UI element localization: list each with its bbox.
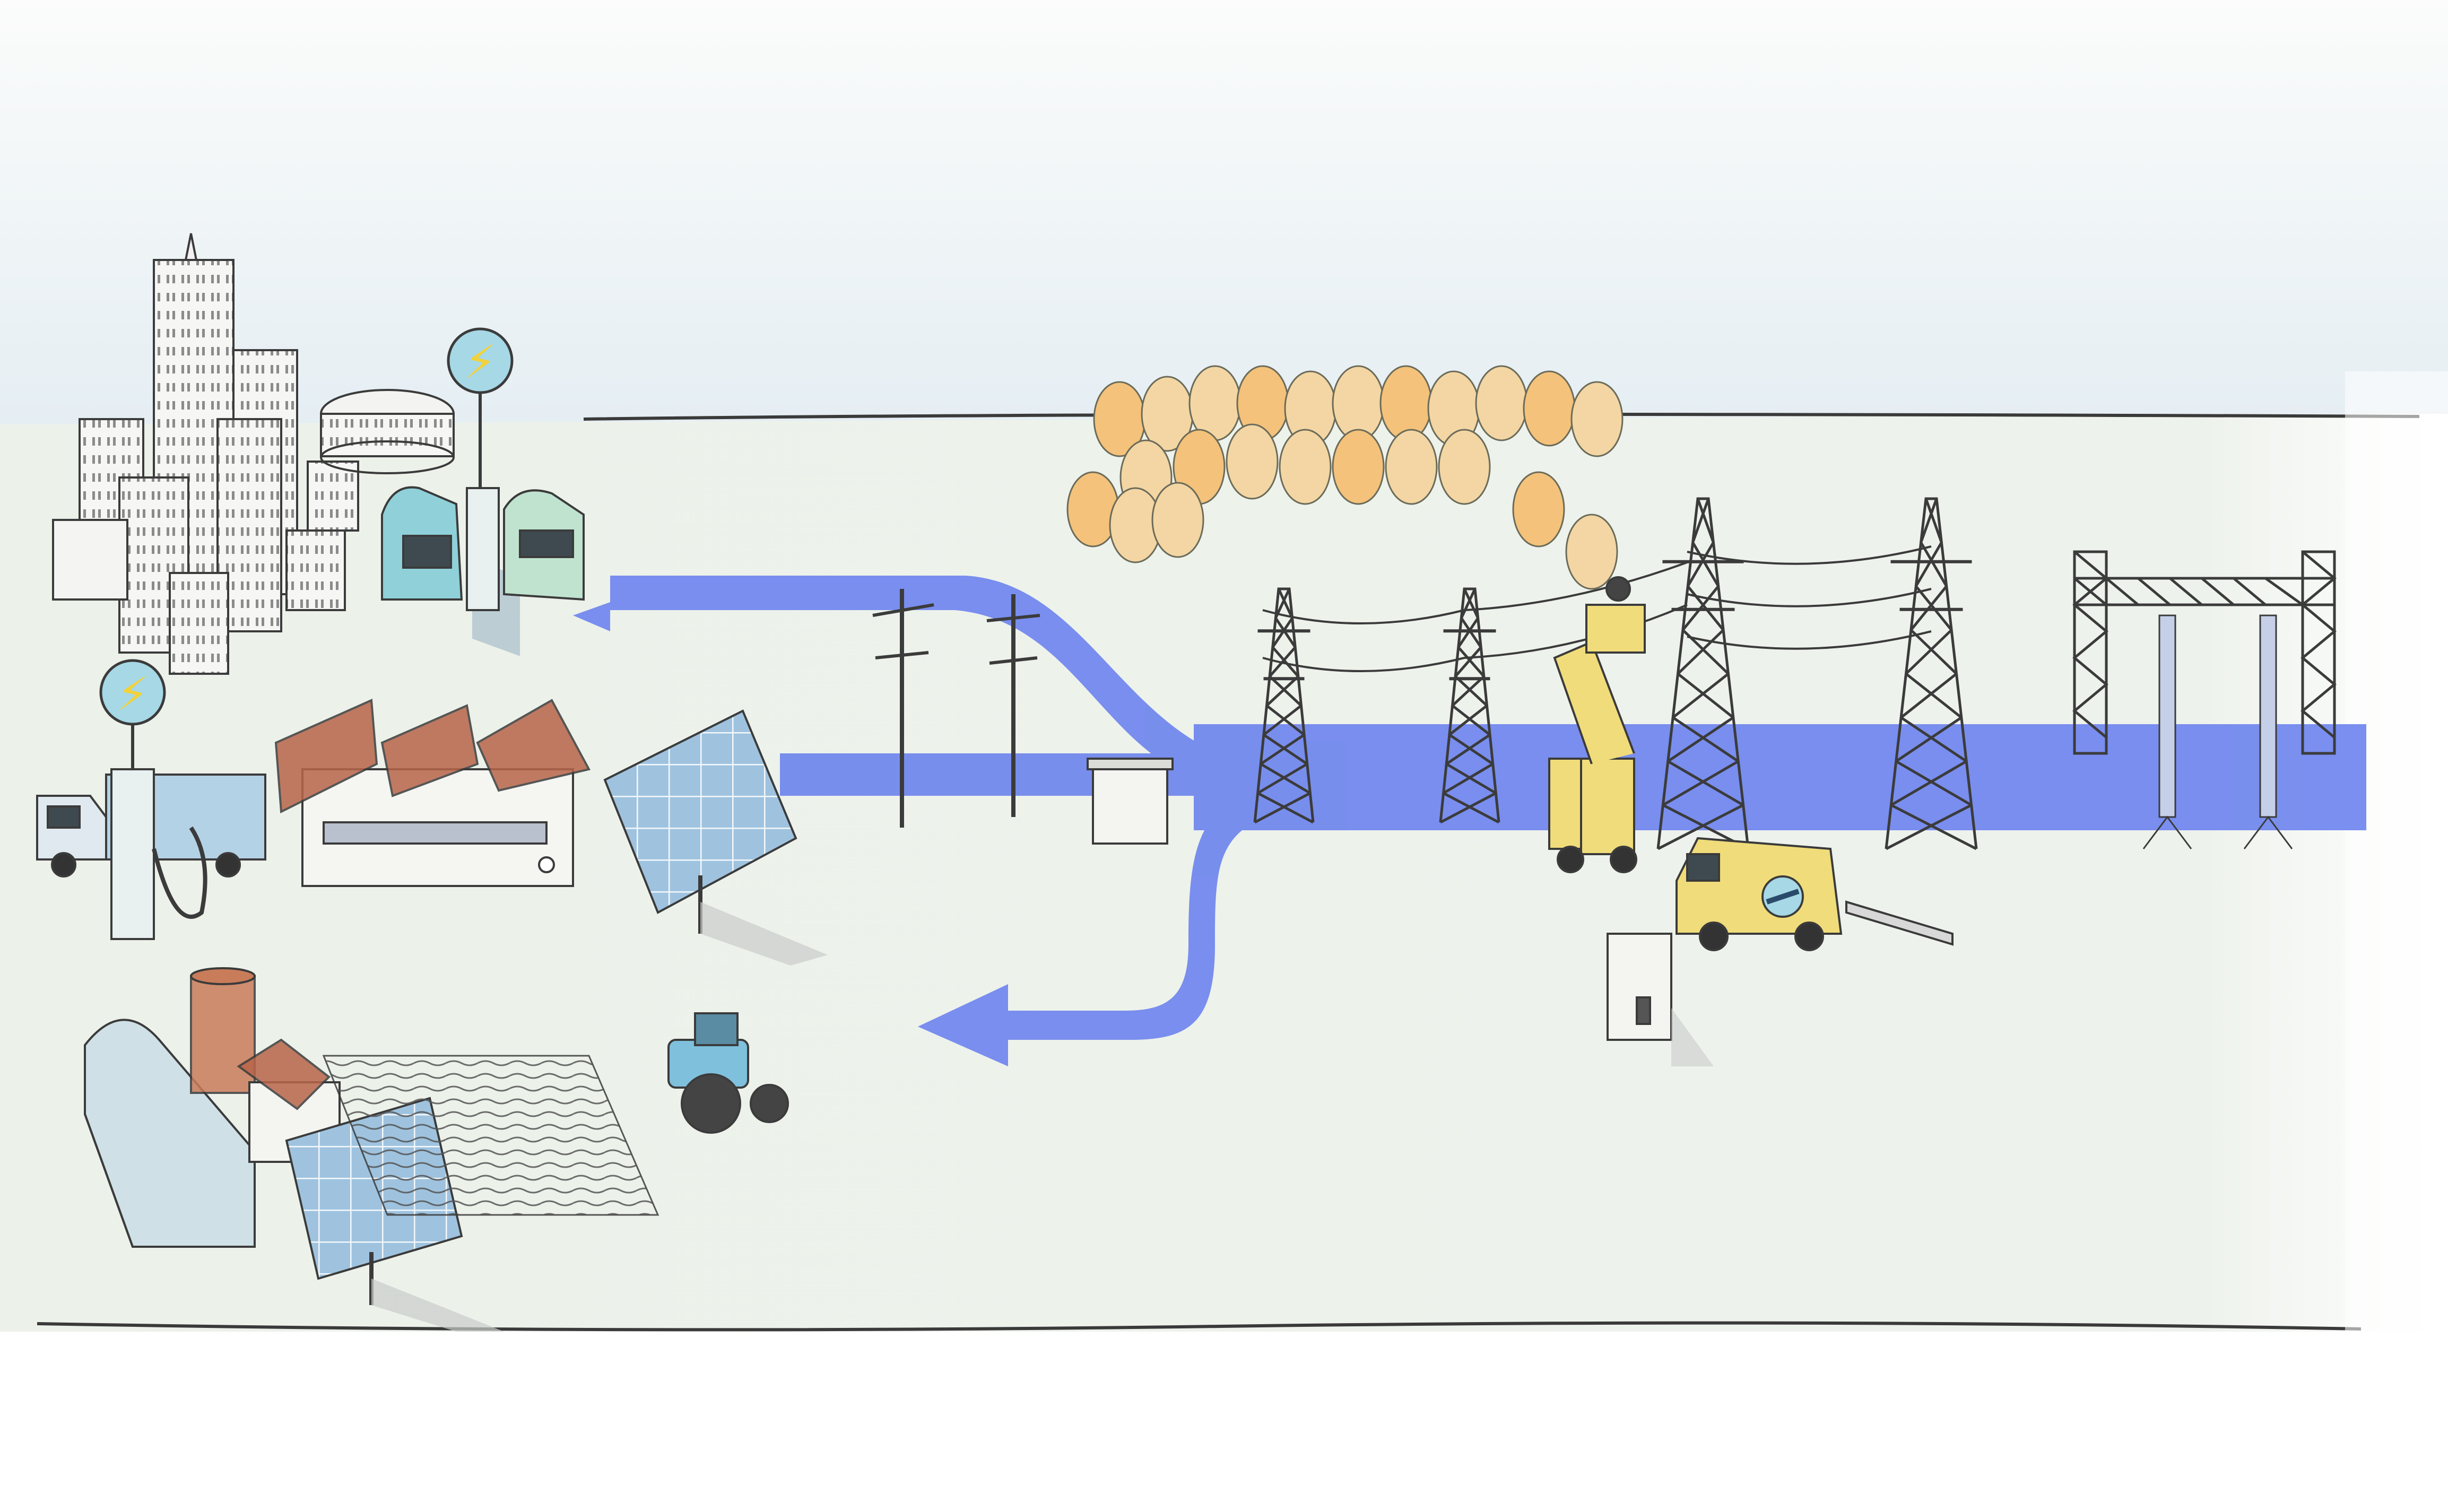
ground — [0, 414, 2448, 1332]
charger-post — [110, 768, 155, 940]
city-skyline-icon — [52, 233, 359, 675]
ev-charging-station: ⚡ — [381, 327, 585, 656]
stadium-icon — [320, 389, 455, 474]
tree — [1570, 381, 1624, 457]
factory-icon — [274, 699, 591, 887]
tractor-icon — [667, 1012, 789, 1134]
tree — [1226, 423, 1279, 500]
ev-charging-sign-icon: ⚡ — [99, 659, 166, 780]
tree — [1565, 514, 1618, 590]
bottom-fade — [0, 1334, 2448, 1512]
solar-panel-icon — [603, 709, 828, 966]
transmission-lines — [1262, 545, 1932, 672]
control-hut — [1607, 933, 1714, 1066]
tree — [1151, 482, 1204, 558]
transmission-tower-icon — [1885, 497, 1978, 850]
transmission-tower-icon — [1439, 587, 1500, 824]
distribution-transformer-box — [1087, 758, 1174, 845]
flow-arrow-icon-to-farm — [918, 785, 1284, 1066]
tree — [1385, 429, 1438, 505]
insulator-stacks — [2142, 614, 2293, 849]
flow-arrow-icon-main-trunk — [1194, 724, 2366, 830]
tree — [1438, 429, 1491, 505]
transmission-tower-icon — [1656, 497, 1750, 850]
tree — [1379, 365, 1433, 441]
substation-gantry-icon — [2072, 550, 2337, 849]
tree — [1332, 429, 1385, 505]
electric-car-icon — [381, 486, 585, 601]
ground-bottom-edge — [37, 1321, 2362, 1332]
silo-icon — [190, 967, 256, 1094]
ev-charging-sign-icon: ⚡ — [447, 327, 520, 656]
tree — [1523, 370, 1576, 447]
tree — [1475, 365, 1528, 441]
tree — [1512, 471, 1565, 548]
wrench-icon — [1766, 889, 1800, 905]
bolt-icon: ⚡ — [117, 668, 149, 721]
right-fade — [2345, 371, 2448, 1379]
transmission-tower-icon — [1253, 587, 1315, 824]
sky — [0, 0, 2448, 424]
bolt-icon: ⚡ — [464, 336, 496, 389]
greenhouse-icon — [84, 1019, 256, 1248]
tree — [1279, 429, 1332, 505]
charger-post — [466, 487, 500, 611]
utility-pole-icon — [872, 589, 1040, 828]
crop-field — [322, 1055, 659, 1216]
charging-cable — [152, 826, 207, 919]
service-van-wrench-icon — [1676, 837, 1954, 951]
bucket-truck-icon — [1548, 576, 1646, 873]
tree-grove-icon — [1066, 365, 1624, 590]
electric-truck-charging: ⚡ — [36, 659, 266, 940]
